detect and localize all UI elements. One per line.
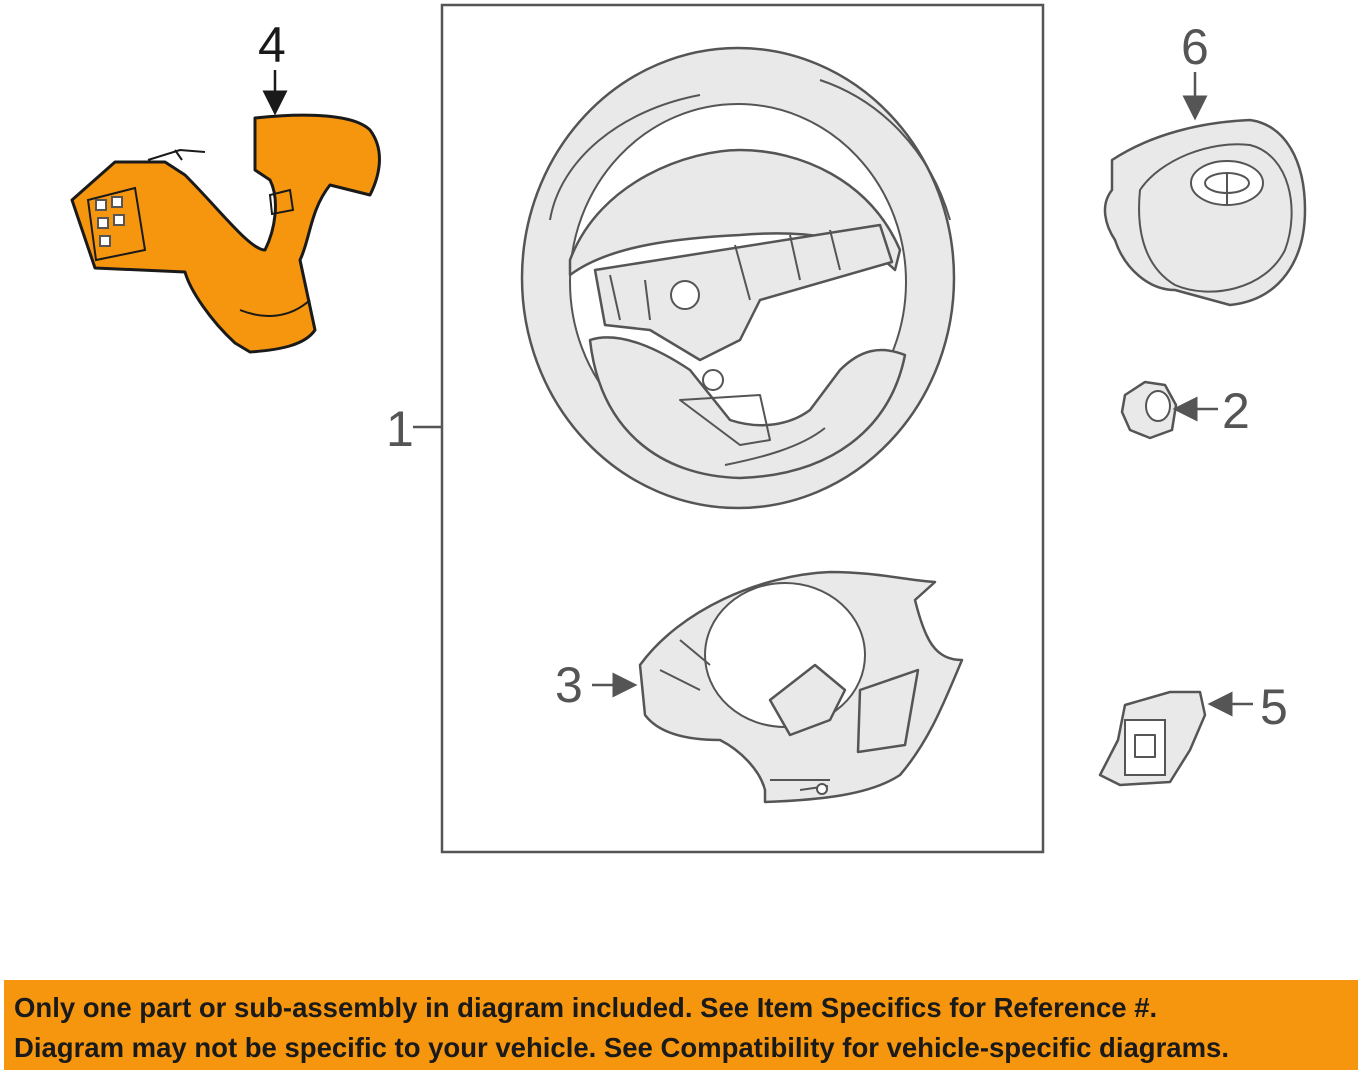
disclaimer-banner: Only one part or sub-assembly in diagram… (4, 980, 1358, 1070)
callout-2-label: 2 (1222, 383, 1250, 439)
disclaimer-line-1: Only one part or sub-assembly in diagram… (14, 992, 1158, 1023)
steering-wheel (520, 46, 956, 510)
assembly-frame (440, 3, 1045, 854)
steering-switch-bezel (70, 113, 381, 354)
callout-3-label: 3 (555, 657, 583, 713)
steering-lower-cover (638, 570, 964, 804)
nut (1120, 380, 1178, 440)
airbag-module (1103, 118, 1307, 307)
callout-5-label: 5 (1260, 679, 1288, 735)
disclaimer-line-2: Diagram may not be specific to your vehi… (14, 1032, 1229, 1063)
steering-switch (1098, 690, 1207, 787)
parts-diagram: 1 3 4 (70, 3, 1307, 854)
callout-1-label: 1 (386, 401, 414, 457)
callout-6-label: 6 (1181, 19, 1209, 75)
callout-4-label: 4 (258, 17, 286, 73)
